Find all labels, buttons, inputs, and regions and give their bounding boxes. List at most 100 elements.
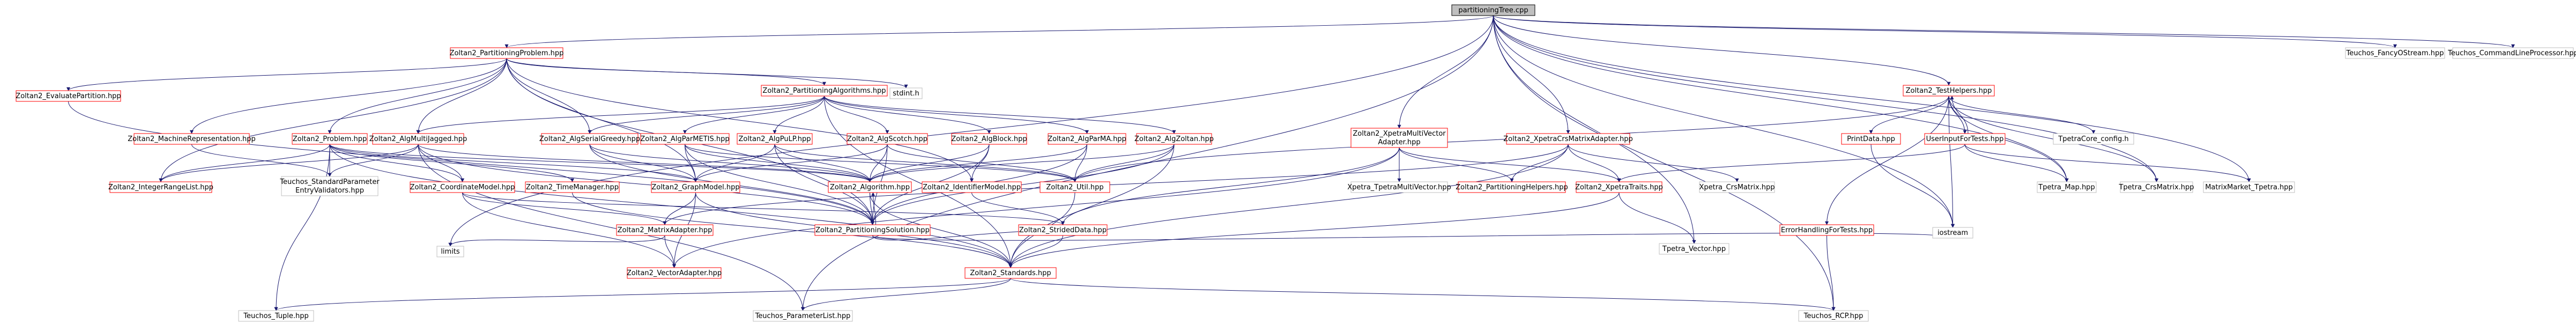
node-strided-data[interactable]: Zoltan2_StridedData.hpp [1018,224,1108,236]
node-label: Xpetra_CrsMatrix.hpp [1699,183,1775,191]
edge-user-input-for-tests-to-test-helpers [1950,95,1969,134]
node-alg-scotch[interactable]: Zoltan2_AlgScotch.hpp [847,133,928,145]
node-matrix-adapter[interactable]: Zoltan2_MatrixAdapter.hpp [616,224,714,236]
edge-layer [66,15,2515,311]
node-label: PrintData.hpp [1847,135,1895,143]
node-alg-parma[interactable]: Zoltan2_AlgParMA.hpp [1048,133,1126,145]
edge-machine-representation-to-teuchos-standard-parameter-entry-validators [191,144,332,177]
node-teuchos-rcp[interactable]: Teuchos_RCP.hpp [1798,310,1869,322]
edge-partitioning-algorithms-to-alg-parmetis [683,95,825,134]
node-label: Zoltan2_AlgParMETIS.hpp [640,135,729,143]
node-label: Zoltan2_Util.hpp [1046,183,1103,191]
node-coordinate-model[interactable]: Zoltan2_CoordinateModel.hpp [410,181,515,193]
edge-partitioning-tree-to-teuchos-fancy-ostream [1493,15,2397,48]
edge-problem-to-teuchos-tuple [274,144,330,311]
node-user-input-for-tests[interactable]: UserInputForTests.hpp [1924,133,2006,145]
edge-partitioning-tree-to-tpetra-crsmatrix [1493,15,2158,182]
node-label-line-1: Teuchos_StandardParameter [279,178,380,186]
node-label: Zoltan2_MatrixAdapter.hpp [618,226,712,234]
node-label: MatrixMarket_Tpetra.hpp [2205,183,2293,191]
node-label: Zoltan2_AlgScotch.hpp [847,135,927,143]
node-machine-representation[interactable]: Zoltan2_MachineRepresentation.hpp [128,133,256,145]
node-partitioning-algorithms[interactable]: Zoltan2_PartitioningAlgorithms.hpp [761,85,888,97]
node-xpetra-tpetra-multivector[interactable]: Xpetra_TpetraMultiVector.hpp [1347,181,1451,193]
node-algorithm[interactable]: Zoltan2_Algorithm.hpp [828,181,912,193]
node-teuchos-parameter-list[interactable]: Teuchos_ParameterList.hpp [753,310,853,322]
node-label: Tpetra_Map.hpp [2038,183,2095,191]
edge-time-manager-to-standards [572,192,1013,268]
node-teuchos-fancy-ostream[interactable]: Teuchos_FancyOStream.hpp [2345,47,2445,59]
node-label: Zoltan2_EvaluatePartition.hpp [16,92,121,100]
node-label: Zoltan2_Algorithm.hpp [830,183,910,191]
edge-xpetra-multivector-adapter-to-strided-data [1061,147,1400,225]
edge-problem-to-coordinate-model [329,144,464,182]
node-evaluate-partition[interactable]: Zoltan2_EvaluatePartition.hpp [16,90,121,102]
node-xpetra-multivector-adapter[interactable]: Zoltan2_XpetraMultiVector Adapter.hpp [1350,128,1448,148]
edge-partitioning-algorithms-to-alg-scotch [824,95,889,134]
node-partitioning-tree[interactable]: partitioningTree.cpp [1451,4,1535,16]
node-partitioning-problem[interactable]: Zoltan2_PartitioningProblem.hpp [450,47,564,59]
node-label: Zoltan2_AlgZoltan.hpp [1134,135,1214,143]
node-xpetra-crsmatrix[interactable]: Xpetra_CrsMatrix.hpp [1699,181,1775,193]
node-partitioning-helpers[interactable]: Zoltan2_PartitioningHelpers.hpp [1456,181,1568,193]
edge-standards-to-teuchos-rcp [1010,278,1836,311]
node-label: Zoltan2_CoordinateModel.hpp [410,183,515,191]
node-print-data[interactable]: PrintData.hpp [1841,133,1901,145]
node-alg-pulp[interactable]: Zoltan2_AlgPuLP.hpp [737,133,813,145]
node-alg-serial-greedy[interactable]: Zoltan2_AlgSerialGreedy.hpp [539,133,640,145]
edge-print-data-to-iostream [1870,144,1955,228]
node-alg-parmetis[interactable]: Zoltan2_AlgParMETIS.hpp [640,133,730,145]
node-teuchos-standard-parameter-entry-validators[interactable]: Teuchos_StandardParameter EntryValidator… [279,176,380,196]
edge-test-helpers-to-tpetra-core-config [1948,95,2096,134]
node-matrix-market-tpetra[interactable]: MatrixMarket_Tpetra.hpp [2203,181,2295,193]
edge-partitioning-tree-to-teuchos-command-line-processor [1493,15,2515,48]
edge-partitioning-problem-to-stdint [506,58,908,88]
edge-algorithm-to-partitioning-solution [870,192,874,225]
node-label-line-2: Adapter.hpp [1378,138,1420,146]
node-label: Zoltan2_AlgBlock.hpp [951,135,1027,143]
node-time-manager[interactable]: Zoltan2_TimeManager.hpp [525,181,620,193]
node-problem[interactable]: Zoltan2_Problem.hpp [292,133,368,145]
edge-user-input-for-tests-to-tpetra-map [1964,144,2069,182]
edge-test-helpers-to-tpetra-crsmatrix [1948,95,2158,182]
node-alg-multijagged[interactable]: Zoltan2_AlgMultiJagged.hpp [369,133,467,145]
node-teuchos-tuple[interactable]: Teuchos_Tuple.hpp [238,310,314,322]
edge-partitioning-algorithms-to-alg-block [824,95,991,134]
node-label: Tpetra_Vector.hpp [1662,245,1726,253]
node-tpetra-map[interactable]: Tpetra_Map.hpp [2037,181,2097,193]
node-util[interactable]: Zoltan2_Util.hpp [1040,181,1110,193]
edge-partitioning-problem-to-graph-model [506,58,697,182]
edge-xpetra-traits-to-tpetra-vector [1619,192,1696,244]
node-label: Zoltan2_IntegerRangeList.hpp [108,183,213,191]
node-xpetra-traits[interactable]: Zoltan2_XpetraTraits.hpp [1575,181,1663,193]
node-iostream[interactable]: iostream [1932,227,1973,239]
node-teuchos-command-line-processor[interactable]: Teuchos_CommandLineProcessor.hpp [2447,47,2576,59]
edge-matrix-adapter-to-vector-adapter [664,235,676,268]
edge-identifier-model-to-strided-data [971,192,1065,225]
node-alg-block[interactable]: Zoltan2_AlgBlock.hpp [951,133,1027,145]
node-vector-adapter[interactable]: Zoltan2_VectorAdapter.hpp [627,267,722,279]
node-identifier-model[interactable]: Zoltan2_IdentifierModel.hpp [922,181,1022,193]
node-label: Zoltan2_IdentifierModel.hpp [923,183,1021,191]
node-label: Zoltan2_GraphModel.hpp [651,183,739,191]
node-label: Zoltan2_Problem.hpp [293,135,367,143]
edge-xpetra-crsmatrix-adapter-to-partitioning-helpers [1510,144,1569,182]
node-stdint[interactable]: stdint.h [889,87,923,99]
node-label: Teuchos_RCP.hpp [1803,312,1864,320]
node-label: Tpetra_CrsMatrix.hpp [2118,183,2194,191]
edge-test-helpers-to-print-data [1869,95,1949,134]
node-tpetra-core-config[interactable]: TpetraCore_config.h [2053,133,2134,145]
node-graph-model[interactable]: Zoltan2_GraphModel.hpp [651,181,740,193]
edge-alg-multijagged-to-partitioning-solution [418,144,874,225]
node-tpetra-crsmatrix[interactable]: Tpetra_CrsMatrix.hpp [2118,181,2194,193]
node-alg-zoltan[interactable]: Zoltan2_AlgZoltan.hpp [1134,133,1214,145]
node-error-handling-for-tests[interactable]: ErrorHandlingForTests.hpp [1779,224,1874,236]
node-test-helpers[interactable]: Zoltan2_TestHelpers.hpp [1903,85,1995,97]
node-standards[interactable]: Zoltan2_Standards.hpp [964,267,1057,279]
node-integer-range-list[interactable]: Zoltan2_IntegerRangeList.hpp [108,181,213,193]
node-tpetra-vector[interactable]: Tpetra_Vector.hpp [1659,243,1729,255]
node-xpetra-crsmatrix-adapter[interactable]: Zoltan2_XpetraCrsMatrixAdapter.hpp [1503,133,1633,145]
node-label: Zoltan2_TestHelpers.hpp [1906,87,1992,95]
node-limits[interactable]: limits [436,246,464,257]
node-partitioning-solution[interactable]: Zoltan2_PartitioningSolution.hpp [814,224,931,236]
